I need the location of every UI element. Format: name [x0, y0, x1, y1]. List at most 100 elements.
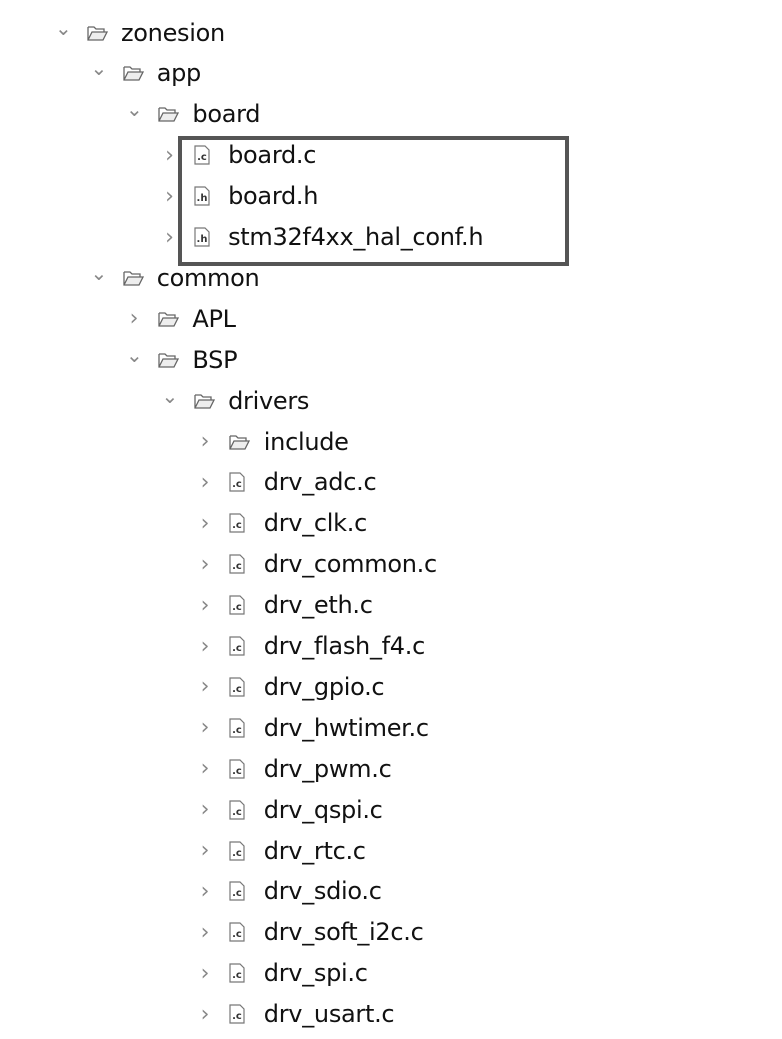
tree-item[interactable]: › .c drv_gpio.c — [0, 666, 782, 707]
svg-text:.c: .c — [232, 520, 242, 531]
folder-icon — [122, 63, 144, 83]
tree-item-label: drv_gpio.c — [263, 672, 385, 701]
tree-item-label: drv_usart.c — [263, 1000, 395, 1029]
tree-item[interactable]: ⌄ board — [0, 94, 782, 135]
chevron-right-icon[interactable]: › — [200, 429, 210, 454]
tree-item[interactable]: › .c drv_flash_f4.c — [0, 626, 782, 667]
chevron-right-icon[interactable]: › — [200, 510, 210, 536]
chevron-right-icon[interactable]: › — [200, 1001, 210, 1027]
tree-item[interactable]: › .c drv_soft_i2c.c — [0, 912, 782, 953]
tree-item-label: app — [156, 59, 202, 88]
chevron-right-icon[interactable]: › — [200, 469, 210, 495]
c-file-icon: .c — [228, 595, 250, 615]
chevron-right-icon[interactable]: › — [200, 551, 210, 577]
tree-item-label: drv_flash_f4.c — [263, 632, 425, 660]
chevron-right-icon[interactable]: › — [200, 715, 210, 741]
chevron-right-icon[interactable]: › — [165, 224, 174, 250]
c-file-icon: .c — [228, 472, 250, 492]
folder-icon — [157, 309, 180, 329]
tree-item[interactable]: ›include — [0, 421, 782, 462]
tree-item[interactable]: › .c drv_spi.c — [0, 953, 782, 994]
tree-item[interactable]: › .h stm32f4xx_hal_conf.h — [0, 217, 782, 258]
chevron-right-icon[interactable]: › — [200, 633, 210, 659]
tree-item-label: board — [192, 100, 261, 129]
chevron-right-icon[interactable]: › — [200, 797, 210, 823]
tree-item[interactable]: ⌄common — [0, 257, 782, 298]
chevron-right-icon[interactable]: › — [165, 183, 174, 209]
chevron-right-icon[interactable]: › — [165, 142, 174, 168]
svg-text:.c: .c — [232, 807, 242, 818]
chevron-down-icon[interactable]: ⌄ — [161, 383, 179, 408]
h-file-icon: .h — [193, 186, 215, 206]
chevron-right-icon[interactable]: › — [129, 306, 139, 332]
tree-item[interactable]: ⌄ drivers — [0, 380, 782, 421]
c-file-icon: .c — [228, 554, 250, 574]
tree-item-label: stm32f4xx_hal_conf.h — [228, 223, 484, 251]
h-file-icon: .h — [193, 227, 215, 247]
highlight-box — [178, 136, 569, 266]
tree-item-label: zonesion — [121, 18, 225, 47]
tree-item[interactable]: ⌄ zonesion — [0, 12, 782, 53]
chevron-down-icon[interactable]: ⌄ — [126, 342, 143, 367]
folder-icon — [157, 350, 180, 370]
c-file-icon: .c — [228, 963, 250, 983]
svg-text:.c: .c — [232, 929, 242, 940]
tree-item-label: drivers — [228, 386, 310, 415]
tree-item-label: drv_hwtimer.c — [263, 713, 429, 742]
tree-item[interactable]: › .c drv_adc.c — [0, 462, 782, 503]
tree-item[interactable]: ⌄ app — [0, 53, 782, 94]
chevron-right-icon[interactable]: › — [200, 960, 210, 986]
tree-item-label: drv_soft_i2c.c — [263, 918, 424, 947]
tree-item[interactable]: › APL — [0, 298, 782, 339]
chevron-down-icon[interactable]: ⌄ — [126, 97, 143, 122]
tree-item-label: drv_spi.c — [263, 959, 368, 988]
svg-text:.c: .c — [232, 684, 242, 695]
tree-item-label: drv_adc.c — [263, 468, 377, 497]
chevron-down-icon[interactable]: ⌄ — [90, 260, 108, 285]
tree-item-label: drv_eth.c — [263, 591, 373, 620]
tree-item[interactable]: › .c drv_eth.c — [0, 585, 782, 626]
svg-text:.h: .h — [196, 193, 207, 204]
tree-item-label: BSP — [192, 345, 238, 374]
folder-icon — [122, 268, 144, 288]
tree-item-label: board.h — [228, 182, 319, 211]
chevron-right-icon[interactable]: › — [200, 838, 210, 863]
tree-item-label: drv_sdio.c — [263, 877, 382, 906]
svg-text:.c: .c — [232, 970, 242, 981]
svg-text:.c: .c — [232, 888, 242, 899]
chevron-right-icon[interactable]: › — [200, 674, 210, 700]
tree-item-label: drv_rtc.c — [263, 836, 366, 865]
chevron-right-icon[interactable]: › — [200, 919, 210, 945]
svg-text:.c: .c — [232, 725, 242, 736]
chevron-right-icon[interactable]: › — [200, 878, 210, 904]
svg-text:.c: .c — [232, 643, 242, 654]
tree-item[interactable]: › .c drv_sdio.c — [0, 871, 782, 912]
tree-item[interactable]: › .h board.h — [0, 176, 782, 217]
c-file-icon: .c — [228, 759, 250, 779]
tree-item-label: drv_common.c — [263, 550, 437, 579]
folder-icon — [228, 432, 251, 452]
tree-item[interactable]: › .c drv_usart.c — [0, 994, 782, 1035]
tree-item-label: drv_pwm.c — [263, 754, 392, 783]
chevron-down-icon[interactable]: ⌄ — [55, 15, 72, 40]
svg-text:.c: .c — [232, 1011, 242, 1022]
tree-item-label: APL — [192, 304, 236, 333]
tree-item[interactable]: › .c drv_pwm.c — [0, 748, 782, 789]
svg-text:.c: .c — [232, 766, 242, 777]
c-file-icon: .c — [228, 881, 250, 901]
tree-item[interactable]: › .c drv_common.c — [0, 544, 782, 585]
chevron-right-icon[interactable]: › — [200, 592, 210, 618]
chevron-down-icon[interactable]: ⌄ — [90, 56, 108, 81]
c-file-icon: .c — [228, 677, 250, 697]
folder-icon — [157, 104, 180, 124]
svg-text:.c: .c — [232, 479, 242, 490]
tree-item[interactable]: › .c drv_hwtimer.c — [0, 707, 782, 748]
chevron-right-icon[interactable]: › — [200, 756, 210, 782]
tree-item[interactable]: ⌄ BSP — [0, 339, 782, 380]
folder-icon — [86, 23, 109, 43]
svg-text:.h: .h — [196, 234, 207, 245]
